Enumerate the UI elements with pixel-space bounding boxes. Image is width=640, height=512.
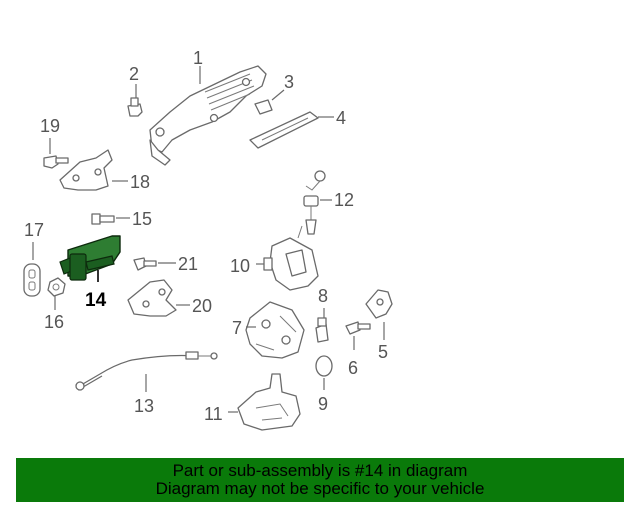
part-8-bolt[interactable]	[315, 317, 329, 343]
part-3-cap[interactable]	[254, 99, 273, 115]
part-15-bolt[interactable]	[91, 213, 115, 225]
callout-19: 19	[40, 116, 60, 136]
callout-8: 8	[318, 286, 328, 306]
part-5-striker[interactable]	[365, 289, 393, 319]
callout-4: 4	[336, 108, 346, 128]
callout-9: 9	[318, 394, 328, 414]
part-11-lock-module[interactable]	[237, 373, 301, 431]
callout-21: 21	[178, 254, 198, 274]
callout-7: 7	[232, 318, 242, 338]
part-20-hinge[interactable]	[127, 279, 177, 317]
part-14-door-check[interactable]	[59, 235, 121, 281]
part-7-latch[interactable]	[245, 301, 305, 359]
part-16-nut[interactable]	[47, 277, 66, 297]
callout-17: 17	[24, 220, 44, 240]
callout-20: 20	[192, 296, 212, 316]
banner-line-1: Part or sub-assembly is #14 in diagram	[172, 461, 468, 480]
part-2-bolt[interactable]	[127, 97, 143, 117]
callout-18: 18	[130, 172, 150, 192]
part-13-cable[interactable]	[75, 351, 218, 391]
part-19-bolt[interactable]	[43, 155, 69, 169]
part-10-actuator[interactable]	[263, 225, 319, 291]
callout-1: 1	[193, 48, 203, 68]
part-9-plug[interactable]	[315, 355, 333, 377]
part-info-banner: Part or sub-assembly is #14 in diagram D…	[16, 458, 624, 502]
callout-6: 6	[348, 358, 358, 378]
callout-10: 10	[230, 256, 250, 276]
callout-16: 16	[44, 312, 64, 332]
callout-5: 5	[378, 342, 388, 362]
banner-line-2: Diagram may not be specific to your vehi…	[155, 479, 485, 498]
part-4-handle-pad[interactable]	[249, 111, 319, 149]
part-18-hinge[interactable]	[59, 149, 113, 191]
part-1-handle-housing[interactable]	[149, 65, 267, 166]
part-12-lock-rod[interactable]	[303, 170, 326, 235]
callout-13: 13	[134, 396, 154, 416]
callout-14: 14	[85, 290, 107, 311]
callout-15: 15	[132, 209, 152, 229]
callout-3: 3	[284, 72, 294, 92]
callout-12: 12	[334, 190, 354, 210]
part-21-bolt[interactable]	[133, 257, 157, 271]
callout-11: 11	[204, 404, 223, 424]
part-6-screw[interactable]	[345, 321, 371, 335]
callout-2: 2	[129, 64, 139, 84]
part-17-bumper[interactable]	[23, 263, 41, 297]
